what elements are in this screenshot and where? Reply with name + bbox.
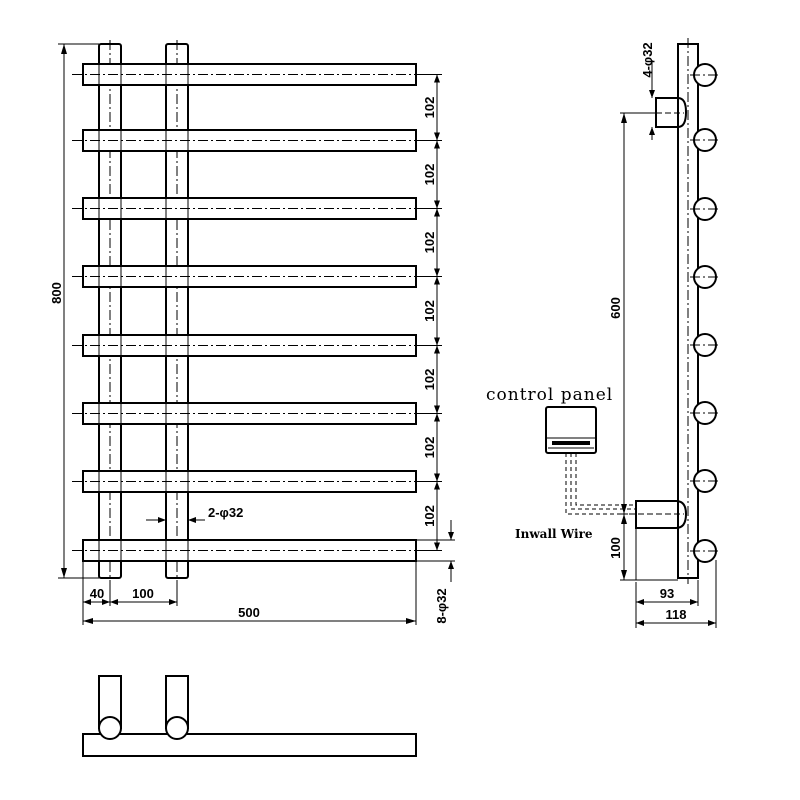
- callout-pipe-diameter: 2-φ32: [146, 505, 243, 523]
- label-bar-diameter: 8-φ32: [434, 588, 449, 623]
- towel-bars: [72, 63, 440, 562]
- dimension-side-vertical: 600 100: [608, 112, 678, 581]
- label-bar-spacing-4: 102: [422, 300, 437, 322]
- label-bar-spacing-7: 102: [422, 505, 437, 527]
- label-offset-40: 40: [90, 586, 104, 601]
- front-view: 800 102 102 102 102 102 102 102 40 100 500: [49, 40, 455, 625]
- control-panel: control panel Inwall Wire: [486, 385, 636, 541]
- bar-end-circles: [690, 63, 720, 563]
- label-bar-spacing-6: 102: [422, 437, 437, 459]
- dimension-bottom: 40 100 500: [82, 560, 417, 625]
- label-top-callout: 4-φ32: [640, 42, 655, 77]
- label-spacing-100: 100: [132, 586, 154, 601]
- bottom-wall-bracket: [620, 500, 688, 580]
- dimension-bar-spacing: 102 102 102 102 102 102 102: [416, 74, 442, 551]
- label-depth-93: 93: [660, 586, 674, 601]
- callout-bar-diameter: 8-φ32: [416, 520, 455, 624]
- label-bar-spacing-1: 102: [422, 97, 437, 119]
- side-view: 4-φ32 600 100 93: [486, 38, 720, 628]
- label-width-500: 500: [238, 605, 260, 620]
- label-pipe-diameter: 2-φ32: [208, 505, 243, 520]
- label-depth-118: 118: [666, 607, 687, 622]
- plan-view: [82, 675, 417, 757]
- label-control-panel: control panel: [486, 385, 613, 405]
- label-inwall-wire: Inwall Wire: [515, 527, 593, 541]
- label-bottom-100: 100: [608, 537, 623, 559]
- dimension-height-800: 800: [49, 43, 99, 579]
- label-bar-spacing-3: 102: [422, 232, 437, 254]
- label-bar-spacing-2: 102: [422, 164, 437, 186]
- label-mount-600: 600: [608, 297, 623, 319]
- label-height-800: 800: [49, 282, 64, 304]
- dimension-side-horizontal: 93 118: [635, 560, 717, 628]
- label-bar-spacing-5: 102: [422, 369, 437, 391]
